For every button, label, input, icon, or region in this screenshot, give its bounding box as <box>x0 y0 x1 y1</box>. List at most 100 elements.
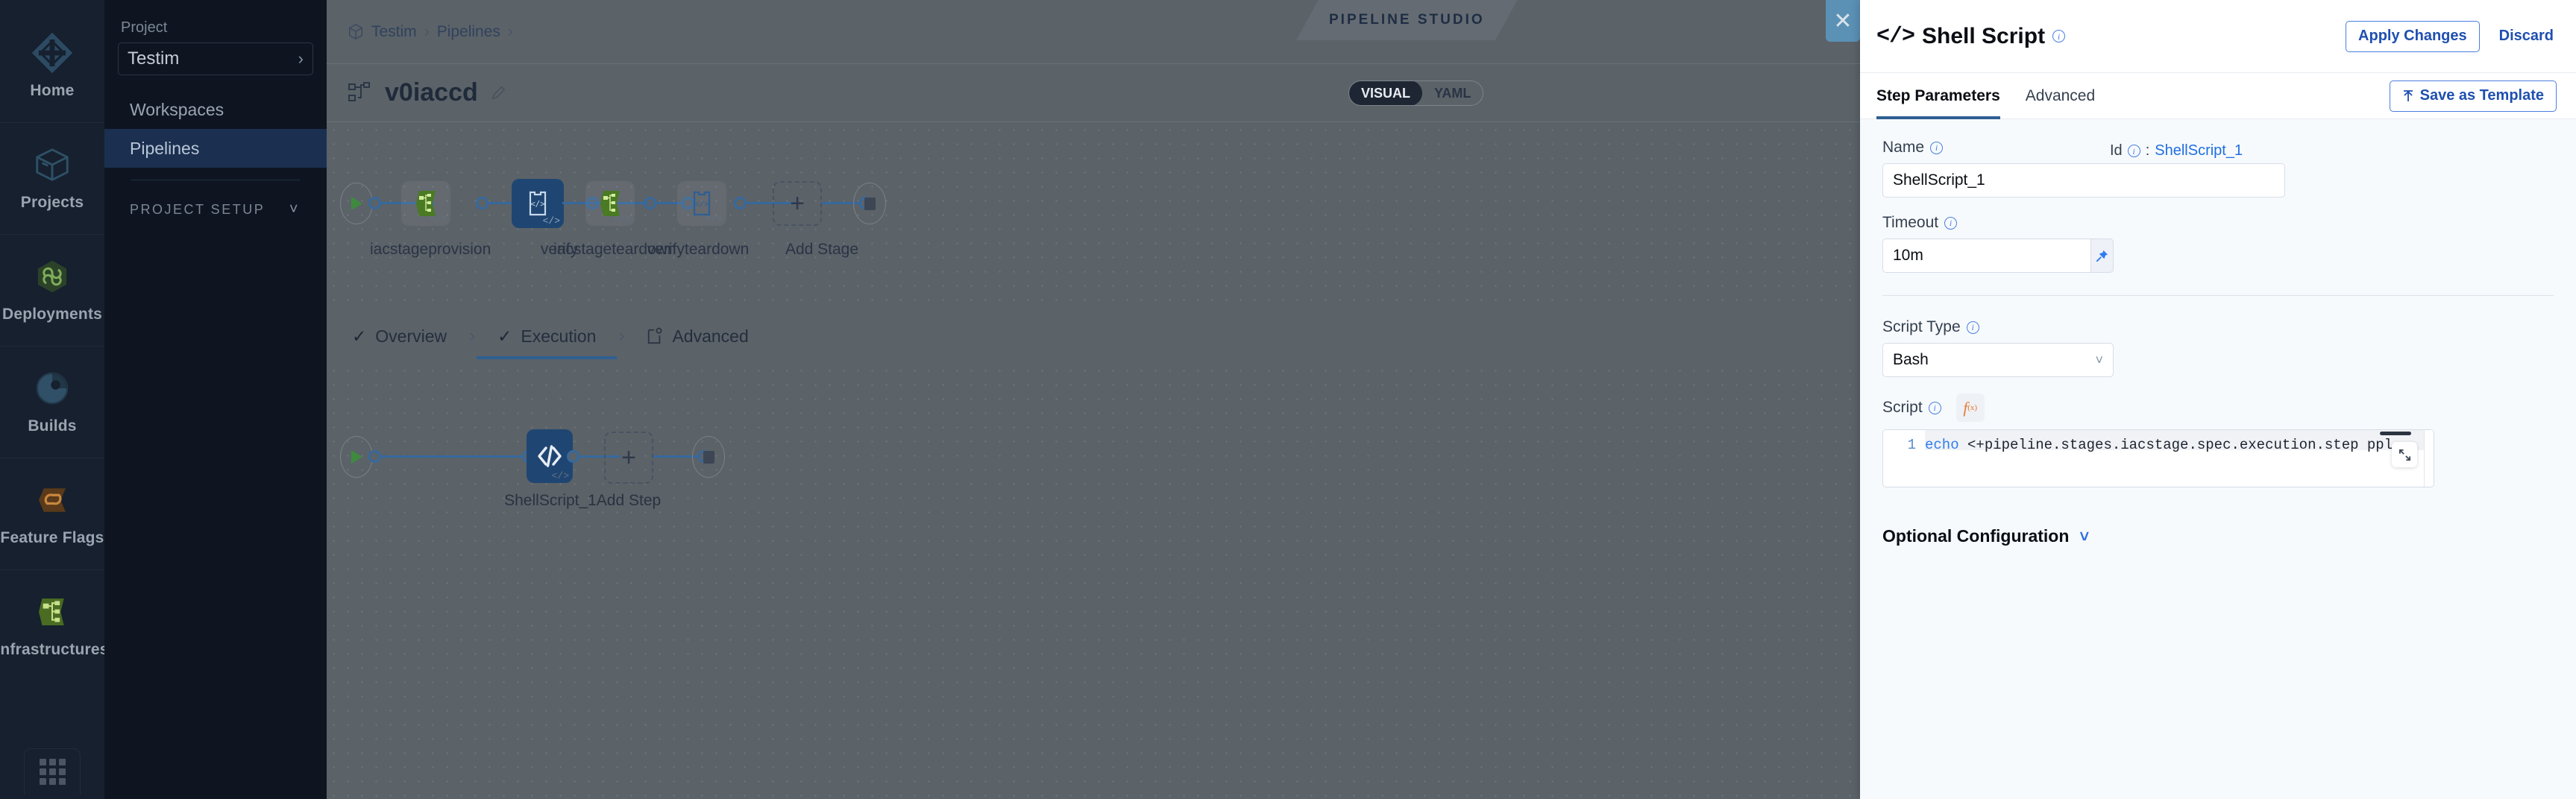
stage-label: iacstageprovision <box>370 241 491 258</box>
drawer-title: Shell Script <box>1922 23 2046 48</box>
id-value[interactable]: ShellScript_1 <box>2155 142 2243 159</box>
custom-stage-icon: </> <box>693 191 711 216</box>
editor-code-line[interactable]: echo <+pipeline.stages.iacstage.spec.exe… <box>1925 430 2434 487</box>
tab-overview[interactable]: ✓ Overview <box>349 313 450 359</box>
sidebar-item-workspaces[interactable]: Workspaces <box>104 90 327 129</box>
sidebar-item-deployments[interactable]: Deployments <box>0 234 104 346</box>
project-setup-toggle[interactable]: PROJECT SETUP ˅ <box>104 195 327 224</box>
sidebar-item-home[interactable]: Home <box>0 10 104 122</box>
add-step-button[interactable]: + <box>604 432 653 484</box>
stage-node-iacstageteardown[interactable]: </> <box>585 181 635 226</box>
sidebar-item-feature-flags[interactable]: Feature Flags <box>0 458 104 569</box>
chevron-down-icon: ˅ <box>2079 526 2090 546</box>
project-sidebar: Project Testim › Workspaces Pipelines PR… <box>104 0 327 799</box>
script-type-select[interactable]: Bash ˅ <box>1882 343 2114 377</box>
tab-label: Step Parameters <box>1876 86 2000 104</box>
apps-grid-button[interactable] <box>24 748 81 795</box>
info-icon[interactable]: i <box>2127 145 2140 157</box>
stop-icon <box>703 450 714 464</box>
script-type-label: Script Type i <box>1882 318 2554 336</box>
infinity-hex-icon <box>37 261 67 293</box>
pipeline-end-node[interactable] <box>853 183 886 224</box>
expression-fx-button[interactable]: f(x) <box>1955 394 1985 422</box>
add-stage-label: Add Stage <box>785 241 859 258</box>
chevron-right-icon: › <box>298 49 304 68</box>
infrastructure-icon <box>600 191 620 216</box>
svg-text:</>: </> <box>694 199 709 209</box>
expand-editor-button[interactable] <box>2392 442 2417 467</box>
edit-pencil-icon[interactable] <box>490 85 506 101</box>
sidebar-item-label: Projects <box>20 194 84 212</box>
stop-icon <box>864 197 876 210</box>
tab-separator: › <box>469 326 476 346</box>
close-icon[interactable]: ✕ <box>1826 0 1860 42</box>
breadcrumb-item-project[interactable]: Testim <box>371 22 417 40</box>
timeout-field-label: Timeout i <box>1882 214 2554 232</box>
tab-advanced[interactable]: Advanced <box>644 313 751 359</box>
pin-runtime-input-button[interactable] <box>2091 239 2114 273</box>
name-id-row: Name i Id i : ShellScript_1 <box>1882 139 2554 163</box>
check-icon: ✓ <box>497 326 512 346</box>
pin-icon <box>2096 250 2108 262</box>
tab-label: Overview <box>375 326 447 346</box>
script-label-row: Script i f(x) <box>1882 394 2554 422</box>
connector-dot <box>476 197 489 209</box>
connector-line <box>380 202 425 204</box>
connector-line <box>597 202 649 204</box>
pipeline-header: v0iaccd VISUAL YAML <box>327 64 2576 122</box>
drawer-header-actions: Apply Changes Discard <box>2346 20 2557 52</box>
tab-execution[interactable]: ✓ Execution <box>477 313 618 359</box>
flag-icon <box>39 488 66 513</box>
info-icon[interactable]: i <box>1930 141 1944 154</box>
info-icon[interactable]: i <box>2052 30 2066 42</box>
code-tag-icon: </> <box>542 215 560 227</box>
sidebar-item-label: Infrastructures <box>0 641 109 659</box>
toggle-visual[interactable]: VISUAL <box>1349 81 1423 105</box>
visual-yaml-toggle[interactable]: VISUAL YAML <box>1348 80 1484 106</box>
editor-horizontal-scrollbar[interactable] <box>2380 432 2411 435</box>
tab-drawer-advanced[interactable]: Advanced <box>2026 73 2095 119</box>
project-selector[interactable]: Testim › <box>118 42 313 75</box>
drawer-tab-bar: Step Parameters Advanced Save as Templat… <box>1860 73 2576 119</box>
breadcrumb-item-pipelines[interactable]: Pipelines <box>436 22 500 40</box>
sidebar-item-projects[interactable]: Projects <box>0 122 104 234</box>
timeout-input[interactable] <box>1882 239 2091 273</box>
primary-sidebar: Home Projects Deployments <box>0 0 108 799</box>
sidebar-item-pipelines[interactable]: Pipelines <box>104 129 327 168</box>
script-editor[interactable]: 1 echo <+pipeline.stages.iacstage.spec.e… <box>1882 429 2434 487</box>
add-stage-button[interactable]: + <box>773 181 822 226</box>
discard-button[interactable]: Discard <box>2496 28 2557 45</box>
stage-node-verify[interactable]: </> </> <box>512 179 564 228</box>
info-icon[interactable]: i <box>1944 216 1958 230</box>
name-input[interactable] <box>1882 163 2285 198</box>
editor-vertical-scrollbar[interactable] <box>2424 430 2434 487</box>
connector-dot <box>368 450 381 463</box>
section-divider <box>1882 295 2554 296</box>
step-end-node[interactable] <box>692 436 725 478</box>
connector-dot <box>734 197 747 209</box>
advanced-gear-doc-icon <box>648 327 662 344</box>
connector-dot <box>567 450 579 463</box>
project-label: Project <box>121 19 168 36</box>
sidebar-item-infrastructures[interactable]: Infrastructures <box>0 569 108 681</box>
code-tag-icon: </> <box>613 213 631 224</box>
info-icon[interactable]: i <box>1928 401 1941 414</box>
connector-line <box>655 202 686 204</box>
tab-label: Advanced <box>672 326 749 346</box>
step-node-shellscript-1[interactable]: </> <box>527 429 573 483</box>
main-area: Testim › Pipelines › PIPELINE STUDIO ✕ v… <box>327 0 2576 799</box>
stage-node-iacstageprovision[interactable]: </> <box>401 181 450 226</box>
code-body: <+pipeline.stages.iacstage.spec.executio… <box>1958 437 2393 453</box>
toggle-yaml[interactable]: YAML <box>1434 85 1471 101</box>
apply-changes-button[interactable]: Apply Changes <box>2346 20 2480 52</box>
stage-node-verifyteardown[interactable]: </> </> <box>677 181 726 226</box>
connector-line <box>579 455 621 458</box>
page-title: v0iaccd <box>385 78 478 107</box>
optional-configuration-toggle[interactable]: Optional Configuration ˅ <box>1882 526 2554 546</box>
tab-label: Advanced <box>2025 86 2096 104</box>
save-as-template-button[interactable]: Save as Template <box>2389 80 2557 112</box>
timeout-field-group <box>1882 239 2114 273</box>
tab-step-parameters[interactable]: Step Parameters <box>1876 73 2000 119</box>
info-icon[interactable]: i <box>1966 320 1979 334</box>
sidebar-item-builds[interactable]: Builds <box>0 346 104 458</box>
